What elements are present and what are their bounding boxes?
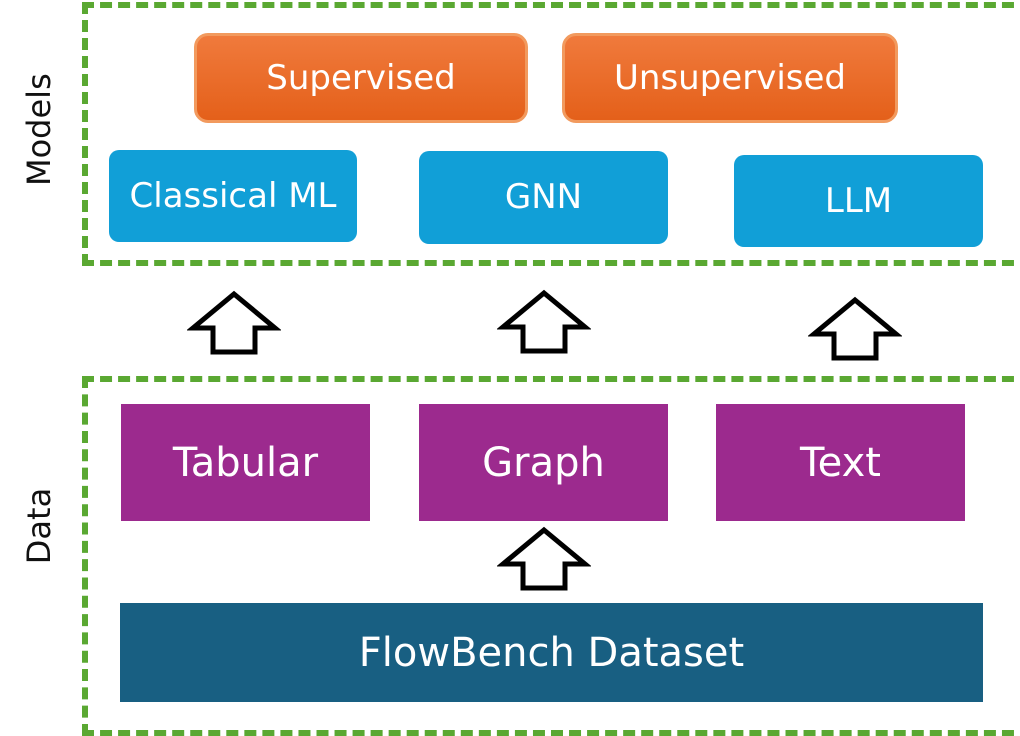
models-section-frame: [82, 2, 1020, 266]
supervised-box: Supervised: [194, 33, 528, 123]
data-section-label: Data: [20, 487, 58, 565]
classical-ml-box: Classical ML: [109, 150, 357, 242]
flowbench-dataset-box: FlowBench Dataset: [120, 603, 983, 702]
models-section-label: Models: [20, 73, 58, 186]
up-arrow-icon: [497, 526, 591, 591]
tabular-box: Tabular: [121, 404, 370, 521]
up-arrow-icon: [497, 289, 591, 354]
llm-box: LLM: [734, 155, 983, 247]
gnn-box: GNN: [419, 151, 668, 244]
up-arrow-icon: [187, 290, 281, 355]
up-arrow-icon: [808, 296, 902, 361]
unsupervised-box: Unsupervised: [562, 33, 898, 123]
text-box: Text: [716, 404, 965, 521]
graph-box: Graph: [419, 404, 668, 521]
